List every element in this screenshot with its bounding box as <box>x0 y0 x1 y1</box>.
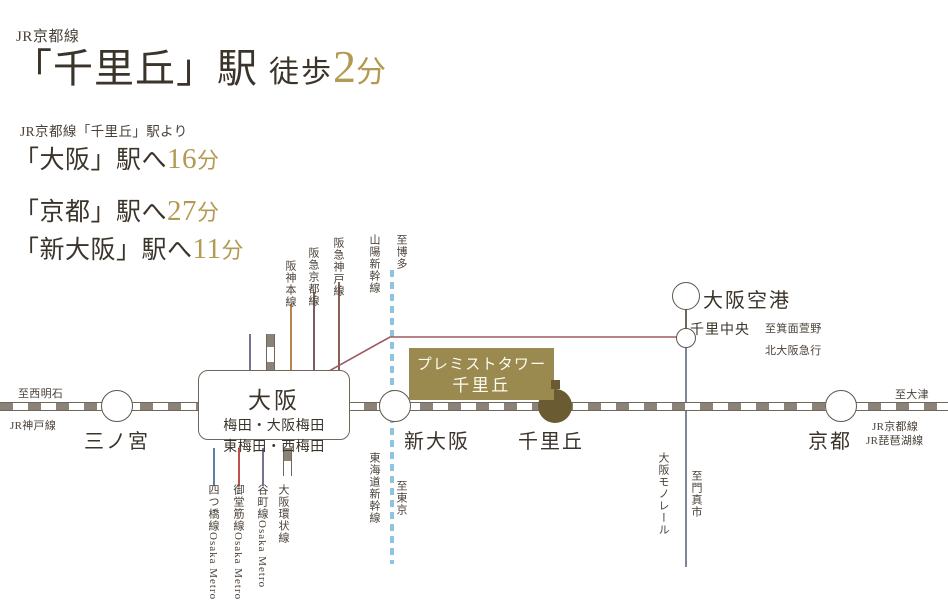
map-label-hanshin-honsen: 阪神本線 <box>284 260 296 308</box>
access-row-kyoto-minutes: 27 <box>167 195 198 227</box>
map-label-osaka-loop: 大阪環状線 <box>277 484 289 544</box>
station-box-osaka-sub1: 梅田・大阪梅田 <box>223 419 325 434</box>
title-walk-minutes: 2 <box>333 41 356 92</box>
access-row-osaka-minutes: 16 <box>167 143 198 175</box>
map-label-to-otsu: 至大津 <box>895 389 929 401</box>
map-label-metro-yotsubashi-name: 四つ橋線 <box>207 484 219 532</box>
map-line-metro-yotsubashi <box>213 448 215 486</box>
station-label-sannomiya: 三ノ宮 <box>84 431 150 453</box>
map-label-metro-midosuji-name: 御堂筋線 <box>232 484 244 532</box>
access-row-kyoto-unit: 分 <box>197 200 220 225</box>
title-walk-label: 徒歩 <box>269 56 333 89</box>
access-from-note: JR京都線「千里丘」駅より <box>20 124 188 139</box>
map-label-to-hakata: 至博多 <box>395 234 407 270</box>
station-box-osaka-title: 大阪 <box>248 388 300 413</box>
station-dot-kyoto[interactable] <box>825 390 857 422</box>
map-line-maroon-connector <box>269 336 686 405</box>
map-line-tokaido-shinkansen <box>390 404 394 564</box>
station-dot-shin-osaka[interactable] <box>379 390 411 422</box>
map-label-sanyo-shinkansen: 山陽新幹線 <box>368 234 380 294</box>
map-label-jr-kyoto-line: JR京都線 <box>872 421 919 433</box>
access-row-osaka-unit: 分 <box>197 148 220 173</box>
map-line-osaka-monorail <box>685 337 687 567</box>
map-line-hankyu-kobe <box>338 282 340 382</box>
header-line-name: JR京都線 <box>16 29 80 45</box>
map-line-metro-midosuji <box>238 448 240 486</box>
property-label-box[interactable]: プレミストタワー 千里丘 <box>409 348 554 400</box>
map-label-metro-midosuji-operator: Osaka Metro <box>232 532 244 600</box>
map-label-tokaido-shinkansen: 東海道新幹線 <box>368 452 380 524</box>
map-label-to-nishi-akashi: 至西明石 <box>18 388 64 400</box>
access-row-kyoto-station: 「京都」駅へ <box>14 199 168 226</box>
title-walk-unit: 分 <box>356 56 387 89</box>
property-marker-icon <box>551 380 560 389</box>
access-row-shin-osaka-station: 「新大阪」駅へ <box>14 237 193 264</box>
map-line-osaka-loop-top <box>266 334 275 382</box>
map-label-to-minoo-kayano: 至箕面萱野 <box>765 323 822 335</box>
title-station: 千里丘 <box>53 46 176 91</box>
map-line-metro-tanimachi <box>262 448 264 486</box>
map-label-jr-biwako-line: JR琵琶湖線 <box>866 435 924 447</box>
map-label-hankyu-kyoto: 阪急京都線 <box>307 247 319 307</box>
map-label-metro-tanimachi-operator: Osaka Metro <box>256 520 268 589</box>
station-box-osaka[interactable]: 大阪 梅田・大阪梅田 東梅田・西梅田 <box>198 370 350 455</box>
map-label-hankyu-kobe: 阪急神戸線 <box>332 237 344 297</box>
map-label-to-tokyo: 至東京 <box>395 480 407 516</box>
page-title: 「千里丘」駅 徒歩2分 <box>12 44 387 96</box>
map-line-metro-purple-top <box>249 334 251 382</box>
access-row-osaka-station: 「大阪」駅へ <box>14 147 168 174</box>
title-quote-close: 」駅 <box>176 46 258 91</box>
access-row-kyoto: 「京都」駅へ27分 <box>14 196 220 228</box>
station-label-osaka-airport: 大阪空港 <box>703 290 791 312</box>
map-label-metro-midosuji: 御堂筋線Osaka Metro <box>232 484 244 600</box>
map-label-kita-osaka-kyuko: 北大阪急行 <box>765 345 822 357</box>
property-name-line2: 千里丘 <box>452 376 511 395</box>
access-row-osaka: 「大阪」駅へ16分 <box>14 144 220 176</box>
access-map-page: JR京都線 「千里丘」駅 徒歩2分 JR京都線「千里丘」駅より 「大阪」駅へ16… <box>0 29 948 600</box>
station-dot-senri-chuo[interactable] <box>676 328 696 348</box>
map-label-to-kadoma-shi: 至門真市 <box>690 470 702 518</box>
map-line-hanshin-honsen <box>290 304 292 382</box>
map-label-osaka-monorail: 大阪モノレール <box>657 452 669 536</box>
map-label-metro-yotsubashi: 四つ橋線Osaka Metro <box>207 484 219 600</box>
map-line-kita-osaka-kyuko <box>685 296 687 338</box>
map-label-metro-yotsubashi-operator: Osaka Metro <box>207 532 219 600</box>
map-label-metro-tanimachi-name: 谷町線 <box>256 484 268 520</box>
station-label-senrioka: 千里丘 <box>518 431 584 453</box>
access-row-shin-osaka-unit: 分 <box>221 238 244 263</box>
station-dot-sannomiya[interactable] <box>101 390 133 422</box>
access-row-shin-osaka-minutes: 11 <box>192 233 222 265</box>
map-line-hankyu-kyoto <box>313 292 315 382</box>
station-box-osaka-sub2: 東梅田・西梅田 <box>223 440 325 455</box>
station-label-senri-chuo: 千里中央 <box>690 323 750 338</box>
map-line-jr-main <box>0 402 948 411</box>
station-label-shin-osaka: 新大阪 <box>404 431 470 453</box>
map-label-metro-tanimachi: 谷町線Osaka Metro <box>256 484 268 589</box>
station-dot-osaka-airport[interactable] <box>672 282 700 310</box>
map-line-osaka-loop-bottom <box>283 448 292 476</box>
route-map: 大阪 梅田・大阪梅田 東梅田・西梅田 プレミストタワー 千里丘 三ノ宮 新大阪 … <box>0 234 948 600</box>
access-row-shin-osaka: 「新大阪」駅へ11分 <box>14 234 244 266</box>
map-label-jr-kobe-line: JR神戸線 <box>10 420 57 432</box>
title-quote-open: 「 <box>12 46 53 91</box>
station-label-kyoto: 京都 <box>808 431 852 453</box>
property-name-line1: プレミストタワー <box>416 357 547 373</box>
